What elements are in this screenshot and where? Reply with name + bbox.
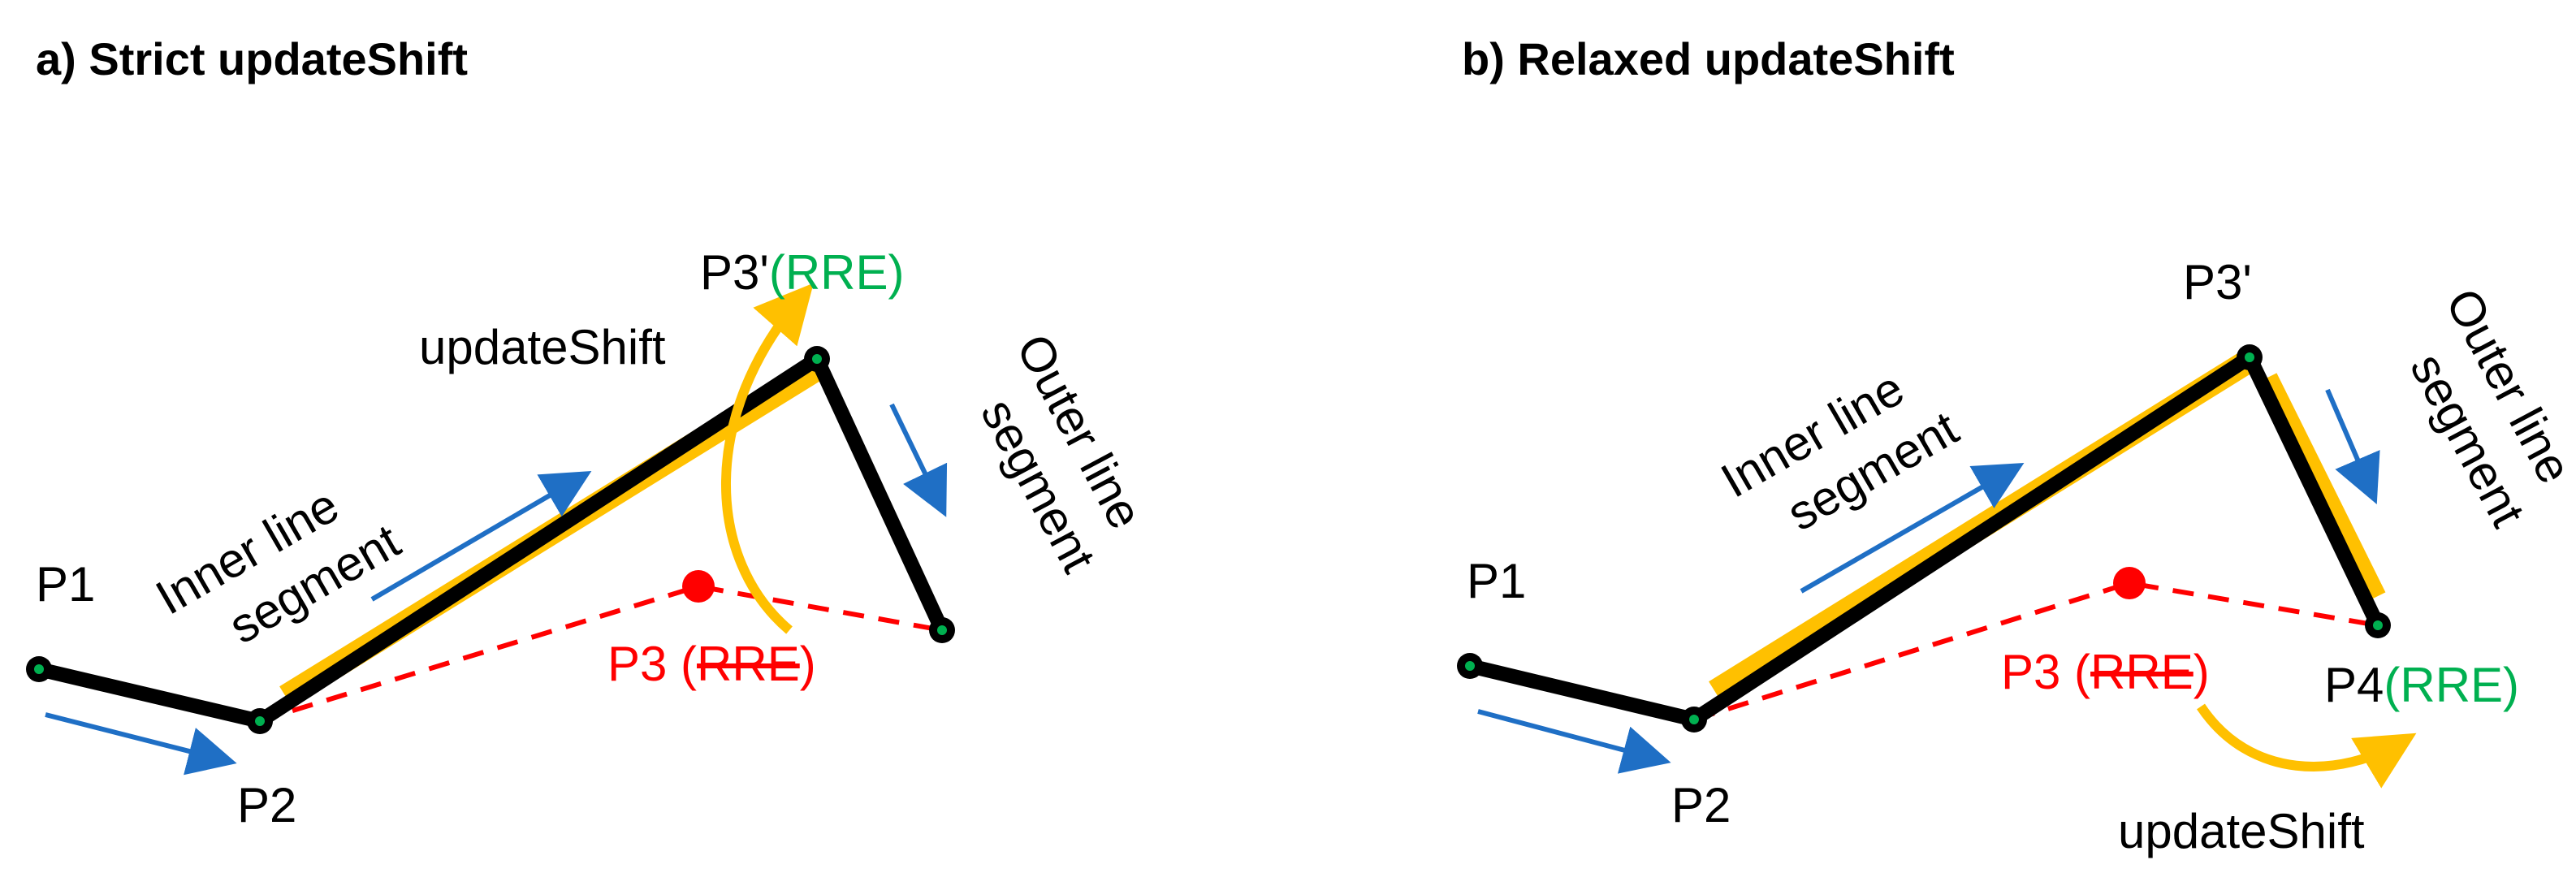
panel-b-update-arrow [2197, 703, 2417, 789]
panel-a-label-p3-close: ) [800, 637, 816, 691]
panel-a: a) Strict updateShift P1 P2 P3'(RRE) upd… [26, 33, 1153, 832]
panel-a-update-arrow [721, 283, 814, 634]
panel-b-label-p2: P2 [1671, 778, 1731, 832]
panel-b-label-p1: P1 [1467, 554, 1526, 608]
panel-a-label-p3prime: P3'(RRE) [700, 245, 904, 300]
panel-a-label-p3: P3 (RRE) [607, 637, 816, 691]
panel-b-direction-arrow-3 [2325, 388, 2380, 505]
panel-b-label-p3: P3 (RRE) [2001, 645, 2210, 699]
panel-a-label-p2: P2 [237, 778, 296, 832]
panel-a-dashed-original-path [257, 583, 943, 724]
panel-b-polyline [1463, 350, 2385, 727]
panel-b-inner-segment-label: Inner line segment [1712, 361, 1967, 541]
panel-b-vertex-p4-dot [2373, 620, 2383, 630]
panel-a-vertex-p3prime-dot [812, 354, 822, 364]
panel-a-vertex-p4-dot [937, 625, 947, 635]
panel-b-label-p4-name: P4 [2324, 658, 2384, 712]
panel-b-label-p3-struck: RRE [2090, 645, 2193, 699]
panel-a-polyline [32, 352, 949, 728]
panel-b-title: b) Relaxed updateShift [1462, 33, 1955, 84]
panel-a-direction-arrow-3 [889, 403, 948, 517]
panel-b-direction-arrow-2 [1800, 463, 2025, 594]
panel-a-label-p3-struck: RRE [697, 637, 800, 691]
panel-b-vertex-p1-dot [1465, 661, 1475, 671]
panel-a-label-p3prime-tag: (RRE) [769, 245, 905, 300]
panel-a-vertex-p2-dot [255, 716, 265, 726]
panel-a-point-p3-removed [682, 570, 715, 603]
panel-b-label-p3prime: P3' [2183, 255, 2252, 309]
panel-a-direction-arrow-2 [370, 470, 592, 602]
panel-a-label-p3-name: P3 ( [607, 637, 697, 691]
panel-b-label-update: updateShift [2118, 804, 2365, 858]
panel-b: b) Relaxed updateShift P1 P2 P3' updateS… [1457, 33, 2576, 858]
panel-b-direction-arrow-1 [1477, 709, 1671, 774]
panel-a-vertex-p1-dot [34, 664, 44, 674]
panel-b-vertex-p3prime-dot [2245, 352, 2254, 362]
panel-b-label-p3-name: P3 ( [2001, 645, 2090, 699]
panel-a-label-update: updateShift [419, 320, 666, 374]
panel-a-title: a) Strict updateShift [36, 33, 468, 84]
panel-b-label-p4-tag: (RRE) [2384, 658, 2519, 712]
panel-a-label-p1: P1 [36, 557, 95, 612]
panel-a-label-p3prime-name: P3' [700, 245, 769, 300]
panel-a-outer-segment-label: Outer line segment [970, 326, 1153, 581]
panel-b-dashed-original-path [1693, 580, 2379, 722]
panel-b-label-p4: P4(RRE) [2324, 658, 2519, 712]
panel-b-outer-segment-label: Outer line segment [2400, 280, 2576, 536]
panel-b-label-p3-close: ) [2193, 645, 2210, 699]
panel-b-vertex-p2-dot [1689, 715, 1699, 724]
panel-a-direction-arrow-1 [45, 712, 237, 776]
panel-b-point-p3-removed [2113, 567, 2146, 599]
